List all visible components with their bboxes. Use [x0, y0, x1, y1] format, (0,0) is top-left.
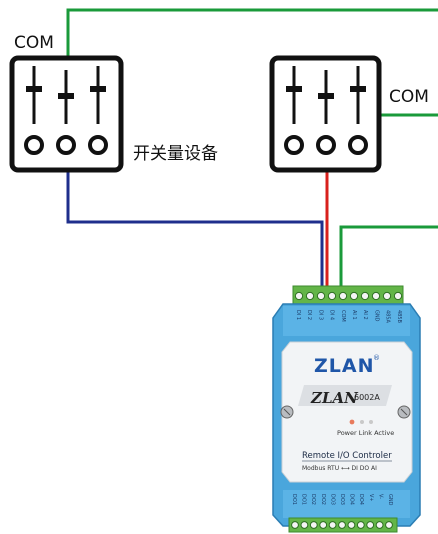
led-indicators [349, 419, 373, 425]
top-pin-labels: DI 1 DI 2 DI 3 DI 4 COM AI 1 AI 2 GND 485A 485B [295, 310, 402, 324]
pin-label: DI 1 [295, 310, 301, 320]
pin-label: GND [373, 310, 379, 322]
terminal-screw [309, 521, 318, 529]
terminal-screw [393, 291, 403, 301]
bottom-screws [291, 521, 393, 529]
terminal-screw [356, 521, 365, 529]
terminal-screw [328, 521, 337, 529]
model-brand: ZLAN [310, 389, 359, 407]
green-wire-top [66, 8, 438, 56]
terminal-screw [300, 521, 309, 529]
terminal-circles [24, 135, 108, 155]
terminal-screw [305, 291, 315, 301]
zlan-module: DI 1 DI 2 DI 3 DI 4 COM AI 1 AI 2 GND 485A 485B Z… [272, 285, 421, 533]
top-screws [294, 291, 403, 301]
active-led [369, 420, 373, 424]
terminal-screw [375, 521, 384, 529]
terminal-screw [371, 291, 381, 301]
pin-label: DI 4 [329, 310, 335, 320]
terminal-screw [360, 291, 370, 301]
blue-wire [66, 172, 324, 288]
pin-label: DO1 [291, 494, 297, 505]
pin-label: DO2 [320, 494, 326, 505]
switch-icon [26, 66, 106, 124]
switch-icon [286, 66, 366, 124]
pin-label: GND [387, 494, 393, 506]
wires [66, 8, 438, 288]
module-title: Remote I/O Controler [302, 451, 392, 461]
terminal-screw [347, 521, 356, 529]
switch-device-right [269, 55, 382, 173]
pin-label: DO4 [358, 494, 364, 505]
terminal-screw [316, 291, 326, 301]
terminal-circles [284, 135, 368, 155]
pin-label: DO1 [301, 494, 307, 505]
terminal-screw [338, 521, 346, 529]
pin-label: AI 2 [362, 310, 368, 320]
pin-label: V- [377, 494, 383, 499]
registered-mark: ® [373, 354, 380, 362]
module-subtitle: Modbus RTU ⟷ DI DO AI [302, 465, 377, 472]
device-label: 开关量设备 [133, 144, 218, 164]
link-led [360, 420, 364, 424]
terminal-screw [382, 291, 392, 301]
terminal-screw [349, 291, 359, 301]
pin-label: DO2 [310, 494, 316, 505]
terminal-screw [294, 291, 304, 301]
module-face-panel [281, 341, 413, 483]
led-labels: Power Link Active [337, 429, 394, 437]
pin-label: AI 1 [351, 310, 357, 320]
zlan-logo: ZLAN [314, 355, 375, 377]
pin-label: DO3 [329, 494, 335, 505]
pin-label: 485B [396, 310, 402, 324]
terminal-screw [366, 521, 375, 529]
terminal-screw [291, 521, 299, 529]
pin-label: DI 2 [306, 310, 312, 320]
pin-label: COM [340, 310, 346, 322]
switch-device-left [9, 55, 124, 173]
com-label-right: COM [389, 87, 429, 107]
pin-label: DO4 [349, 494, 355, 505]
module-bottom-strip [283, 490, 410, 518]
model-plate [298, 385, 392, 406]
green-wire-module [339, 225, 438, 288]
power-led [349, 419, 355, 425]
pin-label: DO3 [339, 494, 345, 505]
terminal-screw [385, 521, 393, 529]
terminal-screw [319, 521, 328, 529]
com-label-left: COM [14, 33, 54, 53]
terminal-screw [338, 291, 348, 301]
pin-label: 485A [385, 310, 391, 324]
pin-label: DI 3 [317, 310, 323, 320]
terminal-screw [327, 291, 337, 301]
model-number: 6002A [354, 393, 380, 402]
pin-label: V+ [368, 494, 374, 502]
module-top-strip [283, 306, 410, 336]
